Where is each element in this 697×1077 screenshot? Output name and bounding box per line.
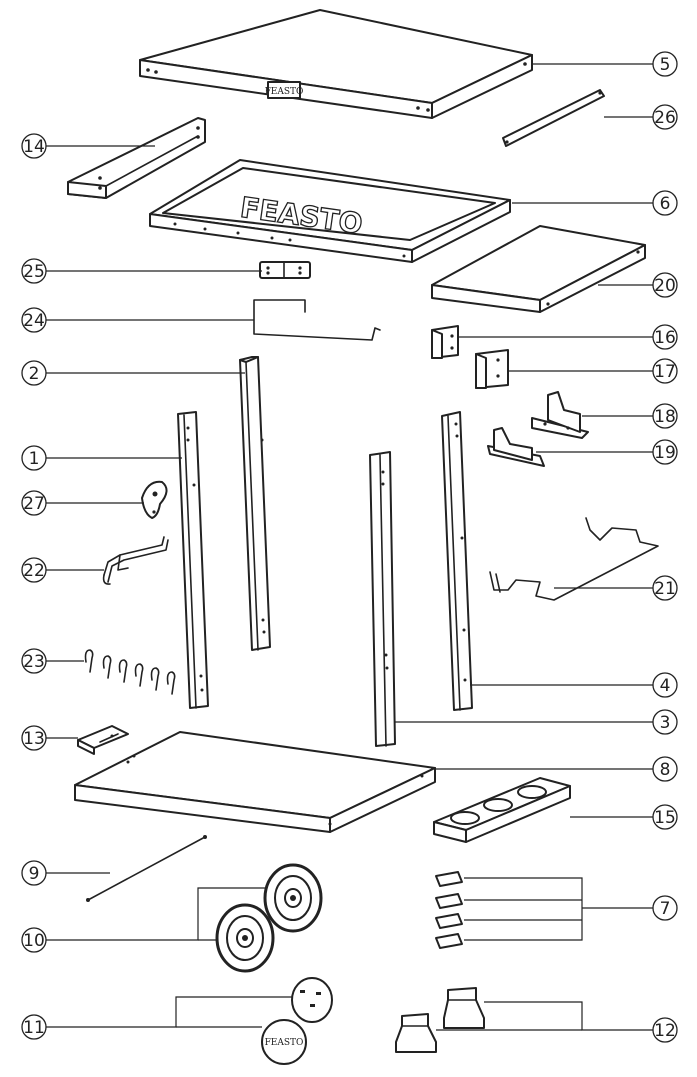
svg-text:1: 1 [29,449,40,469]
part-6-logo-frame: FEASTO [149,159,511,263]
callout-4: 4 [652,672,678,698]
callout-16: 16 [652,324,678,350]
callout-15: 15 [652,804,678,830]
callout-26: 26 [652,104,678,130]
callout-12: 12 [652,1017,678,1043]
part-20-side-shelf [431,225,646,313]
callout-23: 23 [21,648,47,674]
svg-text:14: 14 [23,137,45,157]
svg-text:23: 23 [23,652,45,672]
part-13-bracket [77,725,129,755]
leader-lines [46,63,653,1031]
part-5-top-shelf: FEASTO [139,9,533,119]
part-9-axle [86,835,207,902]
callout-19: 19 [652,439,678,465]
svg-text:11: 11 [23,1018,45,1038]
svg-text:18: 18 [654,407,676,427]
part-16-small-bracket [431,325,459,359]
part-4-leg [441,411,473,711]
callout-27: 27 [21,490,47,516]
svg-text:13: 13 [23,729,45,749]
svg-text:17: 17 [654,362,676,382]
svg-text:7: 7 [660,899,671,919]
part-1-leg [177,411,209,709]
svg-text:19: 19 [654,443,676,463]
svg-text:20: 20 [654,276,676,296]
svg-text:26: 26 [654,108,676,128]
svg-text:6: 6 [660,194,671,214]
part-15-condiment-tray [433,777,571,843]
svg-text:16: 16 [654,328,676,348]
part-11-caps: FEASTO [261,977,333,1065]
top-shelf-badge-logo: FEASTO [265,87,304,97]
svg-text:3: 3 [660,713,671,733]
part-25-hinge [259,261,311,279]
part-18-hook-bracket [531,391,589,439]
svg-text:8: 8 [660,760,671,780]
part-21-wire-rack [489,517,659,601]
callout-1: 1 [21,445,47,471]
wheel-front [215,903,275,973]
part-27-bottle-opener [141,480,168,519]
handle-badge [267,81,301,99]
callout-9: 9 [21,860,47,886]
part-14-side-bracket [67,117,206,199]
callout-25: 25 [21,258,47,284]
callout-11: 11 [21,1014,47,1040]
callout-14: 14 [21,133,47,159]
callout-7: 7 [652,895,678,921]
callout-3: 3 [652,709,678,735]
svg-text:15: 15 [654,808,676,828]
callout-17: 17 [652,358,678,384]
part-7-clips [435,871,463,949]
svg-text:22: 22 [23,561,45,581]
svg-text:2: 2 [29,364,40,384]
part-8-bottom-shelf [74,731,436,833]
callout-10: 10 [21,927,47,953]
callout-24: 24 [21,307,47,333]
svg-text:9: 9 [29,864,40,884]
callout-20: 20 [652,272,678,298]
callout-22: 22 [21,557,47,583]
part-3-leg [369,451,396,747]
svg-text:21: 21 [654,579,676,599]
part-26-side-rail [502,89,605,147]
part-22-utensil-hanger [102,536,169,585]
callout-2: 2 [21,360,47,386]
callout-6: 6 [652,190,678,216]
part-24-towel-bar [253,299,381,341]
wheel-back [263,863,323,933]
svg-text:4: 4 [660,676,671,696]
cap-logo-text: FEASTO [265,1038,304,1048]
svg-text:24: 24 [23,311,45,331]
svg-text:25: 25 [23,262,45,282]
svg-text:10: 10 [23,931,45,951]
callout-21: 21 [652,575,678,601]
callout-5: 5 [652,51,678,77]
svg-text:5: 5 [660,55,671,75]
svg-text:12: 12 [654,1021,676,1041]
part-23-s-hooks [84,649,176,695]
part-10-wheels [215,863,323,973]
part-19-hook-bracket [487,427,545,467]
callout-8: 8 [652,756,678,782]
part-12-feet [395,987,485,1053]
callout-13: 13 [21,725,47,751]
part-17-box-bracket [475,349,509,389]
callout-18: 18 [652,403,678,429]
svg-text:27: 27 [23,494,45,514]
part-2-leg [239,356,271,651]
